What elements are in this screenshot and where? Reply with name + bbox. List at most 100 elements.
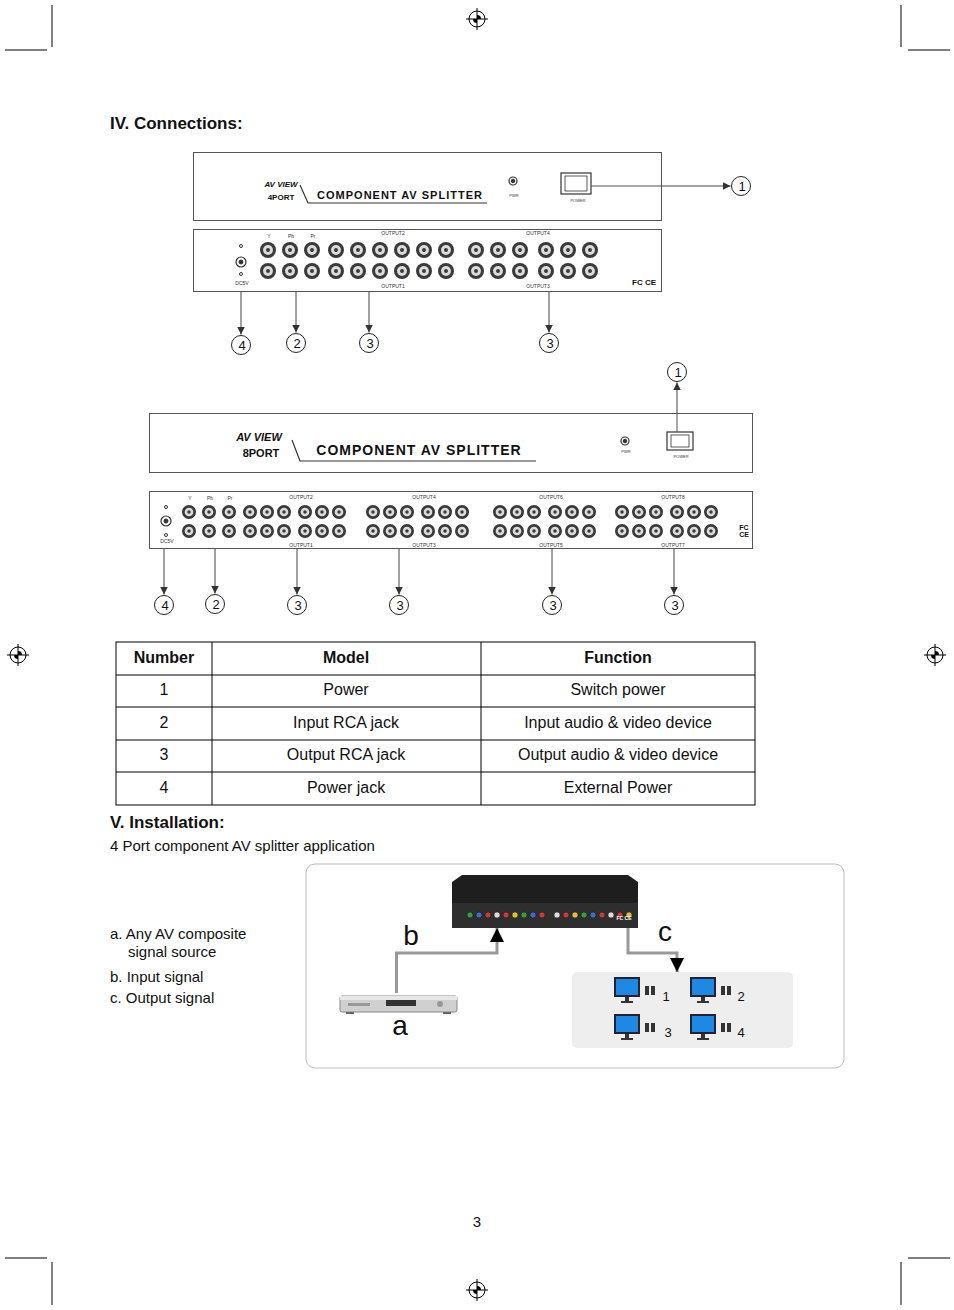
table-cell: 4: [160, 778, 169, 797]
callout-text: 2: [212, 598, 219, 613]
signal-letter: c: [656, 918, 674, 946]
table-cell: Power: [323, 680, 368, 699]
device-label: FC CE: [632, 278, 656, 287]
front-panel-art: [161, 173, 693, 537]
callout-text: 3: [294, 599, 301, 614]
callout-arrow: [399, 549, 400, 595]
callout-number: 3: [664, 595, 685, 616]
device-label: 4: [737, 1026, 744, 1041]
callout-arrow: [241, 292, 242, 335]
device-label: 3: [664, 1026, 671, 1041]
table-cell: Power jack: [307, 778, 385, 797]
callout-arrow: [677, 382, 678, 413]
table-cell: Input RCA jack: [293, 713, 399, 732]
device-label: OUTPUT5: [539, 543, 562, 549]
device-label: OUTPUT2: [381, 231, 404, 237]
registration-marks: [7, 8, 946, 1301]
table-cell: Function: [584, 648, 652, 667]
device-panel: AV VIEW4PORTCOMPONENT AV SPLITTERPWRPOWE…: [193, 152, 662, 221]
callout-number: 3: [359, 333, 380, 354]
device-label: PWR: [509, 194, 518, 199]
device-label: POWER: [673, 455, 688, 460]
device-figure: FC CE: [452, 875, 638, 928]
callout-arrow: [215, 549, 216, 594]
body-text: b. Input signal: [110, 968, 203, 986]
callout-text: 3: [546, 337, 553, 352]
section-heading: IV. Connections:: [110, 114, 243, 134]
device-label: FC CE: [617, 916, 632, 922]
callout-text: 3: [671, 599, 678, 614]
device-panel: Y Pb Pr OUTPUT2 OUTPUT4OUTPUT1 OUTPUT3 DC5V FC …: [193, 229, 662, 292]
body-text: a. Any AV composite signal source: [110, 925, 275, 961]
body-text: c. Output signal: [110, 989, 214, 1007]
crop-marks: [5, 5, 950, 1305]
device-label: 1: [662, 990, 669, 1005]
callout-text: 3: [366, 337, 373, 352]
callout-text: 2: [293, 337, 300, 352]
callout-number: 3: [389, 595, 410, 616]
device-label: COMPONENT AV SPLITTER: [317, 189, 483, 202]
device-label: OUTPUT4: [526, 231, 549, 237]
table-cell: 3: [160, 745, 169, 764]
callout-number: 1: [667, 362, 688, 383]
device-panel: AV VIEW8PORTCOMPONENT AV SPLITTERPWRPOWE…: [149, 413, 753, 473]
device-label: AV VIEW: [264, 180, 297, 189]
device-label: OUTPUT3: [526, 284, 549, 290]
device-label: DC5V: [235, 281, 248, 287]
callout-arrow: [297, 549, 298, 595]
device-figure: a: [340, 993, 457, 1013]
device-label: OUTPUT7: [661, 543, 684, 549]
device-label: Pr: [228, 496, 233, 502]
body-text: 4 Port component AV splitter application: [110, 837, 375, 855]
device-label: OUTPUT4: [412, 495, 435, 501]
device-figure: 1 2 3 4: [572, 972, 793, 1048]
device-label: POWER: [570, 199, 585, 204]
device-label: OUTPUT1: [381, 284, 404, 290]
body-text: V. Installation:: [110, 813, 225, 833]
callout-number: 4: [154, 595, 175, 616]
table-grid: [116, 642, 755, 805]
callout-text: 4: [161, 599, 168, 614]
callout-number: 4: [231, 335, 252, 356]
callout-arrow: [674, 549, 675, 595]
table-cell: Output audio & video device: [518, 745, 718, 764]
device-label: Pr: [311, 234, 316, 240]
callout-arrow: [549, 292, 550, 333]
device-panel: Y Pb Pr OUTPUT2 OUTPUT4 OUTPUT6 OUTPUT8OUTPUT1…: [149, 491, 753, 549]
device-label: OUTPUT6: [539, 495, 562, 501]
callout-text: 1: [674, 366, 681, 381]
callout-number: 3: [542, 595, 563, 616]
device-label: a: [392, 1010, 408, 1042]
monitor-icons: [614, 977, 731, 1040]
callout-number: 2: [286, 333, 307, 354]
device-label: OUTPUT2: [289, 495, 312, 501]
device-label: Y: [188, 496, 191, 502]
device-label: Y: [267, 234, 270, 240]
callout-text: 3: [549, 599, 556, 614]
table-cell: 1: [160, 680, 169, 699]
callout-arrow: [662, 186, 731, 187]
callout-arrow: [369, 292, 370, 333]
rca-jacks: [182, 242, 718, 538]
device-label: OUTPUT1: [289, 543, 312, 549]
callout-text: 3: [396, 599, 403, 614]
device-label: Pb: [288, 234, 294, 240]
device-label: COMPONENT AV SPLITTER: [316, 442, 521, 458]
device-label: 2: [737, 990, 744, 1005]
installation-frame: [306, 864, 844, 1068]
callout-number: 3: [539, 333, 560, 354]
table-cell: Switch power: [570, 680, 665, 699]
device-label: 8PORT: [243, 447, 280, 460]
callout-arrow: [164, 549, 165, 595]
table-cell: 2: [160, 713, 169, 732]
callout-arrow: [552, 549, 553, 595]
splitter-illustration: [452, 875, 638, 928]
device-label: OUTPUT3: [412, 543, 435, 549]
callout-text: 4: [238, 339, 245, 354]
device-label: FC CE: [737, 524, 751, 538]
device-label: OUTPUT8: [661, 495, 684, 501]
signal-letter: b: [401, 922, 421, 950]
callout-text: 1: [738, 180, 745, 195]
device-label: Pb: [207, 496, 213, 502]
monitor-group-ground: [572, 972, 793, 1048]
